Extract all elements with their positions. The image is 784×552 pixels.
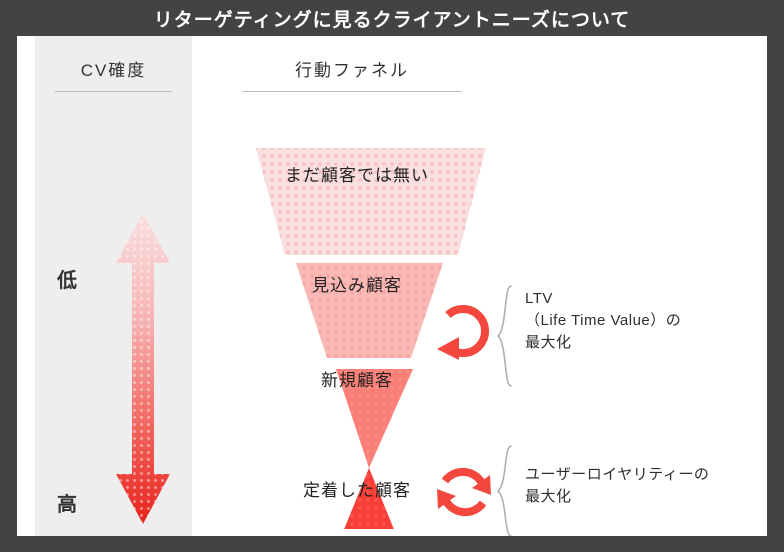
annotation-loyalty-line-1: 最大化 bbox=[525, 488, 572, 505]
cv-panel-divider bbox=[55, 91, 172, 92]
double-headed-vertical-arrow-icon bbox=[116, 213, 170, 524]
cv-panel-heading: CV確度 bbox=[80, 61, 147, 80]
recycle-arrows-icon bbox=[437, 467, 491, 517]
funnel-heading: 行動ファネル bbox=[295, 61, 409, 80]
circular-arrow-icon bbox=[437, 305, 490, 360]
funnel-segment-0[interactable] bbox=[256, 148, 486, 255]
annotation-loyalty-text: ユーザーロイヤリティーの 最大化 bbox=[525, 464, 709, 508]
annotation-ltv-text: LTV （Life Time Value）の 最大化 bbox=[525, 288, 681, 354]
funnel-segment-2[interactable] bbox=[336, 369, 413, 468]
funnel-segment-label-3: 定着した顧客 bbox=[303, 481, 411, 500]
funnel-segment-label-1: 見込み顧客 bbox=[312, 276, 402, 295]
page-title: リターゲティングに見るクライアントニーズについて bbox=[153, 9, 631, 31]
annotation-ltv-line-0: LTV bbox=[525, 290, 553, 307]
title-bar: リターゲティングに見るクライアントニーズについて bbox=[0, 0, 784, 36]
curly-brace-icon bbox=[496, 445, 512, 536]
cv-axis-top-label: 低 bbox=[57, 270, 77, 292]
funnel-divider bbox=[242, 91, 462, 92]
annotation-ltv-line-1: （Life Time Value）の bbox=[525, 312, 682, 329]
cv-axis-bottom-label: 高 bbox=[57, 494, 77, 516]
funnel-segment-1[interactable] bbox=[296, 263, 443, 358]
funnel-segment-3[interactable] bbox=[332, 468, 406, 529]
slide-canvas: CV確度 低 高 bbox=[17, 36, 767, 536]
cv-confidence-panel: CV確度 低 高 bbox=[35, 36, 192, 536]
funnel-segment-label-0: まだ顧客では無い bbox=[285, 166, 429, 185]
annotation-loyalty-line-0: ユーザーロイヤリティーの bbox=[525, 466, 710, 483]
funnel-segment-label-2: 新規顧客 bbox=[321, 371, 393, 390]
annotation-ltv-line-2: 最大化 bbox=[525, 334, 572, 351]
curly-brace-icon bbox=[496, 285, 512, 387]
funnel-shape-group bbox=[256, 148, 486, 529]
